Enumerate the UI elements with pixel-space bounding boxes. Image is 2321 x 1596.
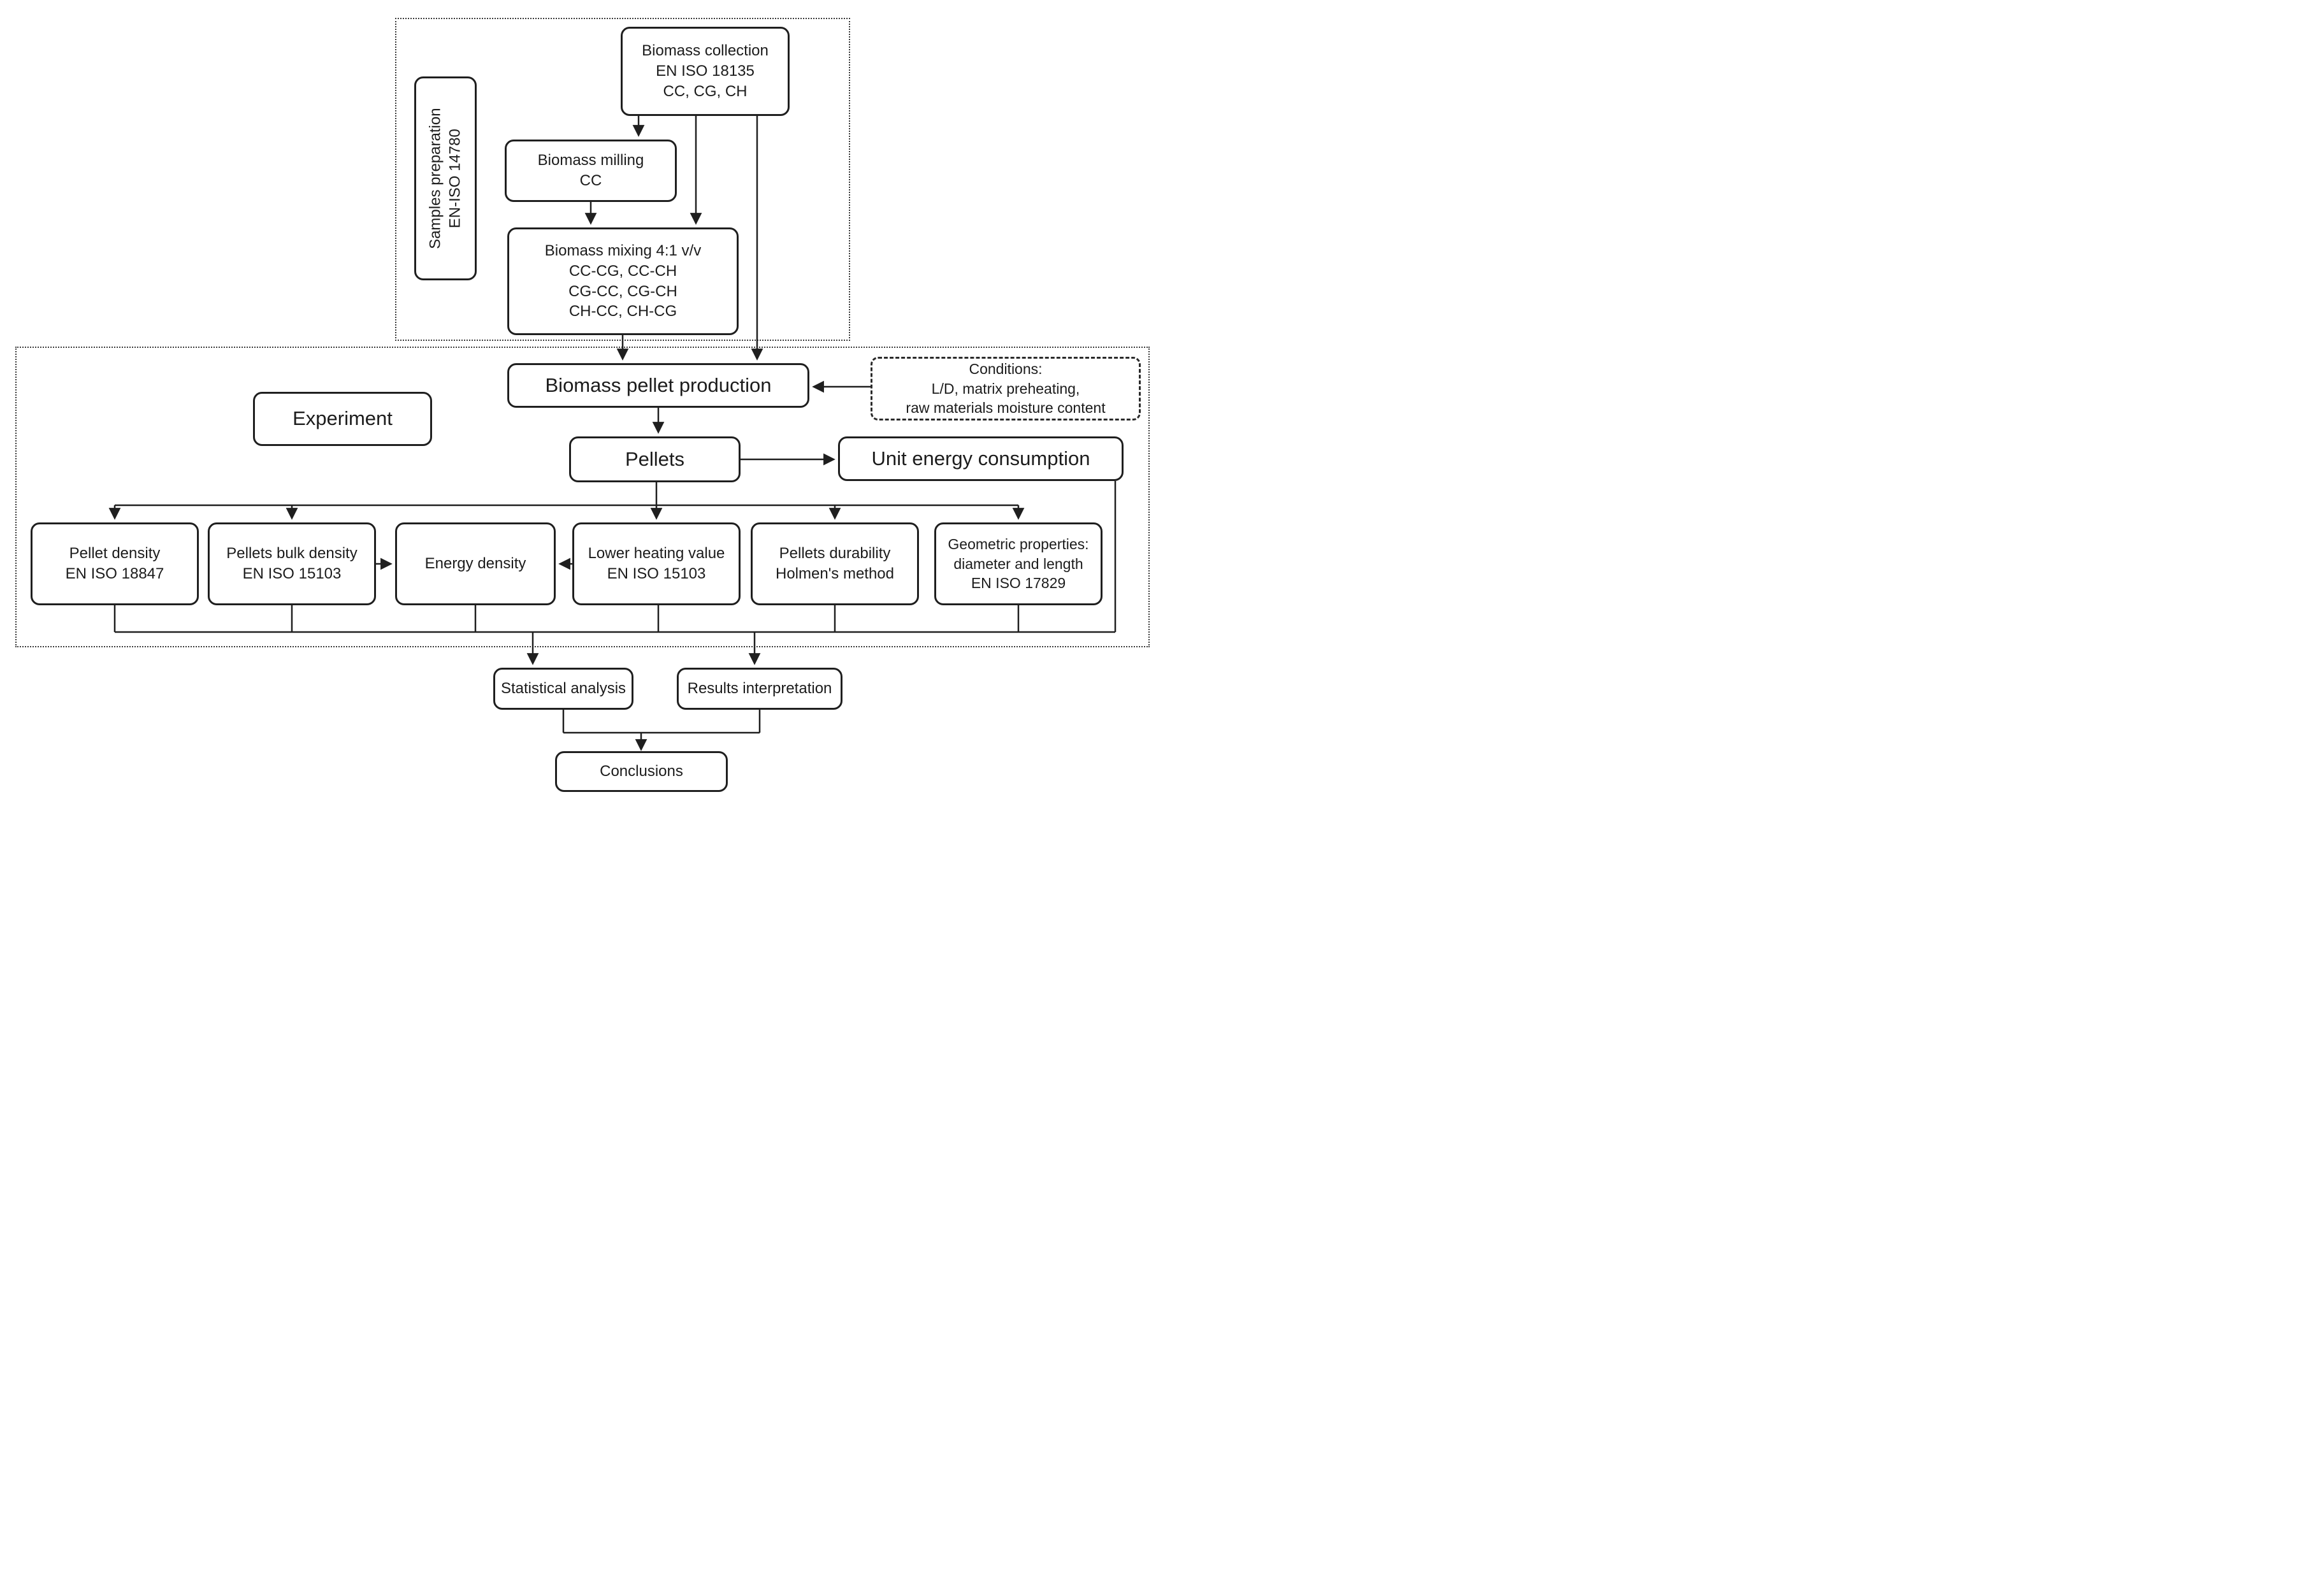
node-conclusions: Conclusions — [555, 751, 728, 792]
node-conditions-line3: raw materials moisture content — [906, 399, 1106, 417]
node-pellets-durability-line2: Holmen's method — [776, 565, 894, 582]
node-unit-energy-consumption-line1: Unit energy consumption — [871, 447, 1090, 470]
node-biomass-pellet-production-line1: Biomass pellet production — [545, 373, 772, 396]
flowchart-canvas: Biomass collection EN ISO 18135 CC, CG, … — [0, 0, 1160, 798]
node-biomass-milling-line2: CC — [579, 172, 602, 189]
node-energy-density-line1: Energy density — [424, 555, 526, 573]
node-statistical-analysis-line1: Statistical analysis — [500, 680, 626, 698]
node-pellets-bulk-density-line1: Pellets bulk density — [226, 545, 358, 563]
node-pellets-line1: Pellets — [625, 447, 685, 470]
node-biomass-collection: Biomass collection EN ISO 18135 CC, CG, … — [621, 27, 790, 116]
node-geometric-properties-line1: Geometric properties: — [948, 536, 1089, 553]
node-biomass-pellet-production: Biomass pellet production — [507, 363, 809, 408]
node-energy-density: Energy density — [395, 522, 556, 605]
flow-connectors — [108, 116, 1117, 751]
node-biomass-mixing-line3: CG-CC, CG-CH — [568, 282, 677, 300]
node-experiment-line1: Experiment — [293, 407, 393, 430]
node-biomass-mixing-line2: CC-CG, CC-CH — [568, 262, 677, 280]
node-pellets-durability: Pellets durability Holmen's method — [751, 522, 919, 605]
node-samples-preparation-text: Samples preparation EN-ISO 14780 — [426, 108, 465, 248]
node-pellets-bulk-density: Pellets bulk density EN ISO 15103 — [208, 522, 376, 605]
node-biomass-mixing-line4: CH-CC, CH-CG — [568, 303, 677, 320]
node-geometric-properties-line3: EN ISO 17829 — [971, 575, 1066, 592]
node-unit-energy-consumption: Unit energy consumption — [838, 436, 1124, 481]
node-pellets-bulk-density-line2: EN ISO 15103 — [242, 565, 342, 582]
node-samples-preparation-line2: EN-ISO 14780 — [447, 128, 464, 229]
node-conclusions-line1: Conclusions — [600, 763, 683, 780]
node-pellet-density-line1: Pellet density — [69, 545, 161, 563]
experiment-region — [15, 347, 1150, 647]
node-experiment: Experiment — [253, 392, 432, 446]
node-biomass-milling-line1: Biomass milling — [537, 152, 644, 169]
node-biomass-mixing: Biomass mixing 4:1 v/v CC-CG, CC-CH CG-C… — [507, 227, 739, 335]
node-lower-heating-value-line1: Lower heating value — [588, 545, 725, 563]
node-biomass-collection-line1: Biomass collection — [642, 42, 769, 60]
node-pellet-density: Pellet density EN ISO 18847 — [31, 522, 199, 605]
node-conditions-line2: L/D, matrix preheating, — [931, 380, 1080, 397]
node-pellets: Pellets — [569, 436, 741, 482]
node-pellet-density-line2: EN ISO 18847 — [65, 565, 164, 582]
node-pellets-durability-line1: Pellets durability — [779, 545, 891, 563]
node-biomass-mixing-line1: Biomass mixing 4:1 v/v — [544, 242, 702, 260]
node-samples-preparation: Samples preparation EN-ISO 14780 — [414, 76, 477, 280]
node-geometric-properties-line2: diameter and length — [953, 555, 1083, 572]
node-samples-preparation-line1: Samples preparation — [426, 108, 444, 249]
node-results-interpretation-line1: Results interpretation — [687, 680, 832, 698]
node-lower-heating-value-line2: EN ISO 15103 — [607, 565, 706, 582]
node-conditions-line1: Conditions: — [969, 361, 1043, 378]
node-conditions: Conditions: L/D, matrix preheating, raw … — [871, 357, 1141, 421]
node-biomass-milling: Biomass milling CC — [505, 140, 677, 202]
node-statistical-analysis: Statistical analysis — [493, 668, 633, 710]
node-biomass-collection-line3: CC, CG, CH — [663, 82, 748, 100]
node-results-interpretation: Results interpretation — [677, 668, 842, 710]
node-biomass-collection-line2: EN ISO 18135 — [656, 62, 755, 80]
node-geometric-properties: Geometric properties: diameter and lengt… — [934, 522, 1103, 605]
node-lower-heating-value: Lower heating value EN ISO 15103 — [572, 522, 741, 605]
